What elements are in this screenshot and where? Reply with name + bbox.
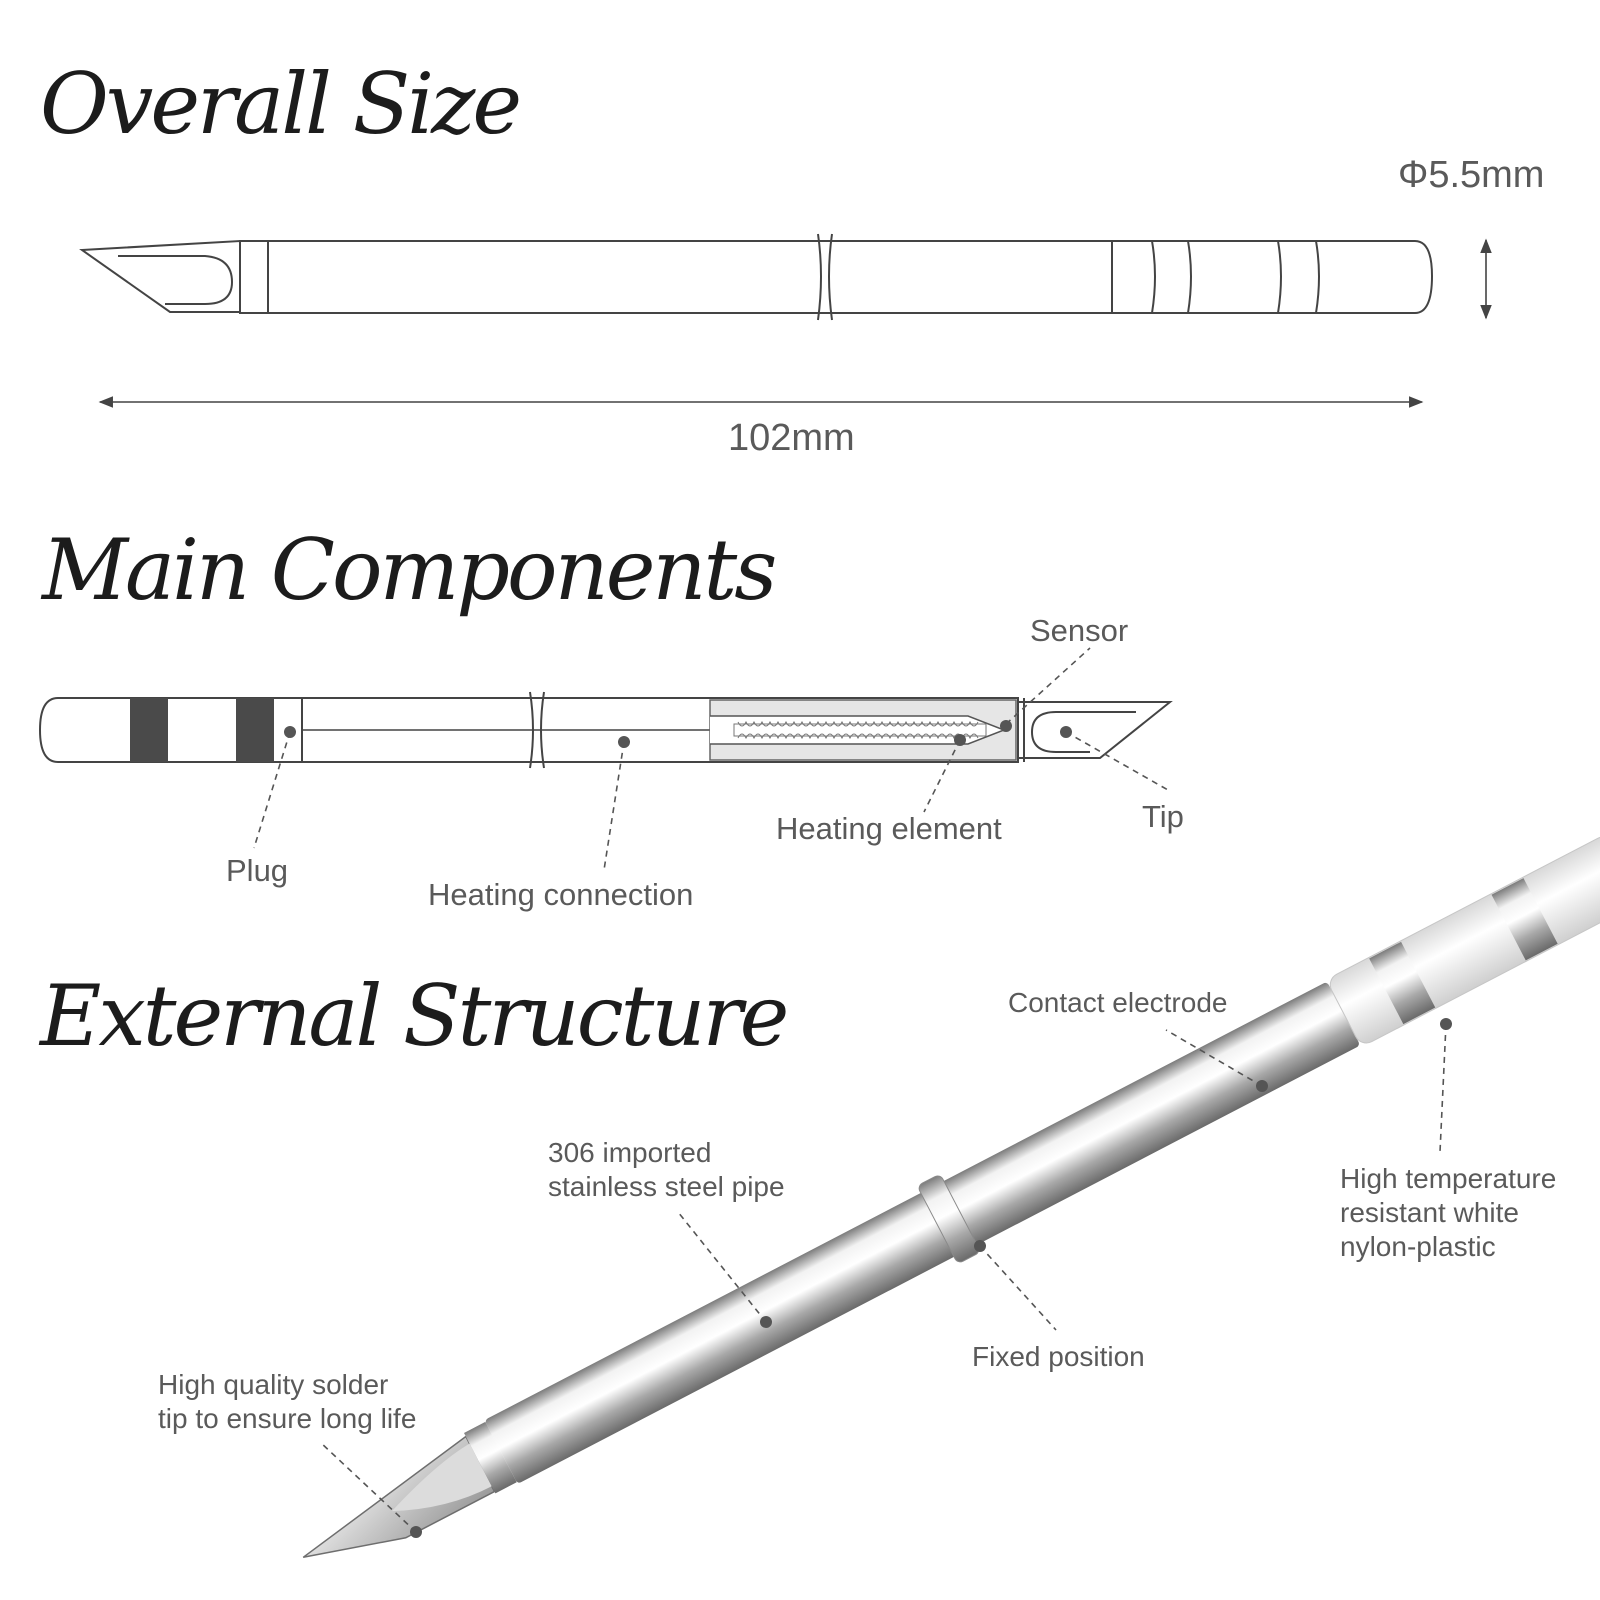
external-iron-render <box>302 836 1600 1559</box>
fixed-position-label: Fixed position <box>972 1341 1145 1372</box>
sensor-label: Sensor <box>1030 613 1129 648</box>
external-leader-lines <box>319 1023 1447 1533</box>
nylon-label-line2: resistant white <box>1340 1197 1519 1229</box>
components-leader-dots <box>284 720 1072 748</box>
heating-element-label: Heating element <box>776 811 1002 846</box>
steel-pipe-label-line1: 306 imported <box>548 1137 712 1168</box>
components-leader-lines <box>253 647 1169 871</box>
steel-pipe-label-line2: stainless steel pipe <box>548 1171 785 1203</box>
components-cutaway <box>38 691 1173 769</box>
solder-tip-label-line1: High quality solder <box>158 1369 389 1400</box>
nylon-label-line3: nylon-plastic <box>1340 1231 1496 1263</box>
heating-connection-label: Heating connection <box>428 877 694 912</box>
nylon-plastic-label: High temperature resistant white nylon-p… <box>1340 1162 1556 1264</box>
external-structure-title: External Structure <box>40 967 789 1065</box>
diameter-label: Φ5.5mm <box>1398 154 1545 196</box>
solder-tip-label-line2: tip to ensure long life <box>158 1403 417 1435</box>
solder-tip-label: High quality solder tip to ensure long l… <box>158 1368 416 1436</box>
steel-pipe-label: 306 imported stainless steel pipe <box>548 1136 785 1204</box>
nylon-label-line1: High temperature <box>1340 1163 1557 1194</box>
contact-electrode-label: Contact electrode <box>1008 987 1228 1018</box>
length-label: 102mm <box>728 417 855 459</box>
tip-label: Tip <box>1142 799 1184 834</box>
overall-size-title: Overall Size <box>40 55 522 153</box>
overall-tip-outline <box>79 233 1434 321</box>
plug-label: Plug <box>226 853 289 888</box>
main-components-title: Main Components <box>42 521 777 619</box>
external-leader-dots <box>410 1018 1452 1538</box>
